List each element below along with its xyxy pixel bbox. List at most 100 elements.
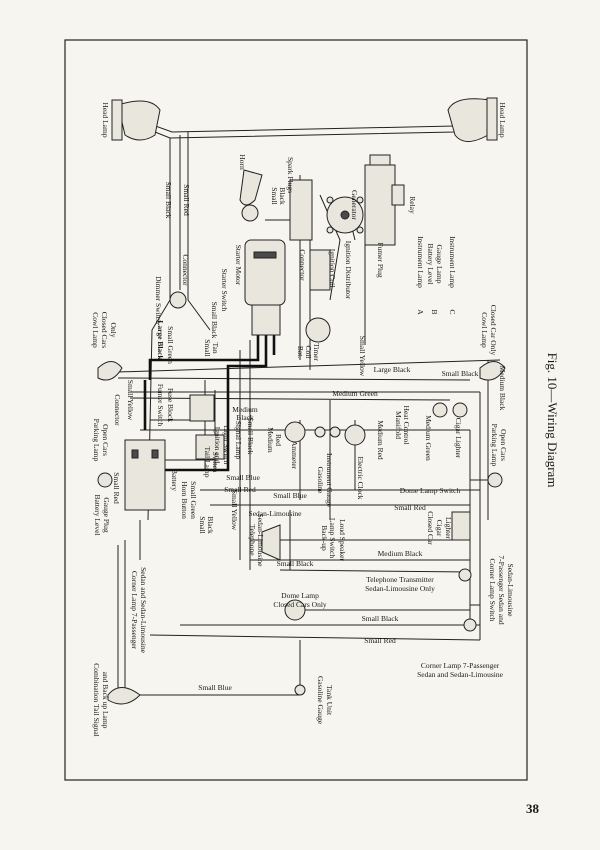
battery-component xyxy=(124,439,166,511)
ammeter-component xyxy=(284,421,366,446)
label-corner-lamp-switch-3: Sedan-Limousine xyxy=(506,564,515,618)
label-manifold-heat-2: Heat Control xyxy=(402,406,411,445)
label-ammeter: Ammeter xyxy=(290,441,299,470)
label-gasoline-tank-2: Tank Unit xyxy=(325,685,334,716)
label-dome-lamp-2: Closed Cars Only xyxy=(273,600,327,609)
label-small-tan-1: Small xyxy=(203,339,212,357)
parking-lamp-right xyxy=(487,472,503,488)
label-parking-lamp-left-2: Open Cars xyxy=(101,424,110,456)
label-fumer-switch: Fumer Switch xyxy=(156,384,165,427)
telephone-transmitter-component xyxy=(458,568,472,582)
label-small-red-low: Small Red xyxy=(364,636,396,645)
label-ignition-coil: Ignition Coil xyxy=(328,249,337,288)
label-battery: Battery xyxy=(170,469,179,491)
label-bat-coil-1: Bat. xyxy=(296,346,305,358)
label-starter-motor: Starter Motor xyxy=(234,245,243,286)
label-telephone-transmitter-2: Sedan-Limousine Only xyxy=(365,584,435,593)
label-legend-c-text: Instrument Lamp xyxy=(448,236,457,288)
generator-component xyxy=(364,154,405,246)
ignition-coil-component xyxy=(305,249,331,343)
label-medium-green-top: Medium Green xyxy=(332,389,378,398)
starter-motor-component xyxy=(244,239,286,336)
label-head-lamp-right: Head Lamp xyxy=(498,102,507,137)
label-legend-b: B xyxy=(430,309,439,314)
page-number: 38 xyxy=(526,801,539,816)
label-small-yellow-mid: Small Yellow xyxy=(230,490,239,531)
label-telephone-loud-3: Sedan-Limousine xyxy=(256,514,265,568)
label-connector-top: Connector xyxy=(181,254,190,286)
fuse-block-component xyxy=(189,394,225,460)
horn-component xyxy=(239,169,263,222)
label-small-blue-2: Small Blue xyxy=(273,491,307,500)
label-small-blue-bottom: Small Blue xyxy=(198,683,232,692)
label-tail-lamp-switch-1: Tail Lamp xyxy=(203,447,212,478)
label-dimmer-switch: Dimmer Switch xyxy=(154,276,163,324)
parking-lamp-left xyxy=(97,472,113,488)
label-medium-black-mid-2: Black xyxy=(236,413,254,422)
label-small-horn: Small xyxy=(270,187,279,205)
label-small-black-top: Small Black xyxy=(164,182,173,219)
label-tail-lamp-switch-2: Switch xyxy=(211,452,220,473)
label-small-red-left: Small Red xyxy=(112,472,121,504)
diagram-labels: Head Lamp Head Lamp Small Black Small Re… xyxy=(91,102,515,736)
label-parking-lamp-left-1: Parking Lamp xyxy=(92,419,101,462)
label-small-yellow-left: Small Yellow xyxy=(126,380,135,421)
label-connector-left: Connector xyxy=(113,394,122,426)
label-cowl-lamp-right-1: Cowl Lamp xyxy=(480,312,489,348)
label-telephone-transmitter-1: Telephone Transmitter xyxy=(366,575,434,584)
label-bat-coil-2: Coil xyxy=(304,346,313,359)
label-gasoline-gauge-1: Gasoline xyxy=(316,467,325,494)
label-medium-red-3: Medium Red xyxy=(376,420,385,460)
label-corner-lamp-switch-2: 7-Passenger Sedan and xyxy=(497,555,506,624)
label-corner-lamp-left-1: Corner Lamp 7-Passenger xyxy=(130,571,139,650)
label-legend-c: C xyxy=(448,309,457,314)
gasoline-tank-unit xyxy=(294,684,306,696)
label-cowl-lamp-left-1: Cowl Lamp xyxy=(91,312,100,348)
label-large-black-1: Large Black xyxy=(156,320,165,360)
spark-plugs-component xyxy=(289,179,364,241)
label-spark-plugs: Spark Plugs xyxy=(286,157,295,193)
label-corner-lamp-switch-1: Corner Lamp Switch xyxy=(488,559,497,622)
label-head-lamp-left: Head Lamp xyxy=(101,102,110,137)
label-telephone-loud-2: Loud Speaker xyxy=(338,519,347,561)
label-combination-tail-1: Combination Tail Signal xyxy=(92,663,101,737)
label-small-tan-2: Tan xyxy=(211,342,220,353)
label-back-up-switch-1: Back-up xyxy=(320,525,329,551)
label-electric-clock: Electric Clock xyxy=(356,456,365,499)
label-gasoline-gauge-2: Instrument Gauge xyxy=(325,453,334,508)
label-legend-b-text-1: Battery Level xyxy=(426,243,435,284)
closed-car-cigar-lighter xyxy=(451,511,471,541)
corner-lamp-right xyxy=(463,618,477,632)
tail-lamp-component xyxy=(107,687,141,705)
label-large-black-2: Large Black xyxy=(374,365,411,374)
label-small-black-5: Small xyxy=(198,516,207,534)
label-connector-mid: Connector xyxy=(298,249,307,281)
figure-caption: Fig. 10—Wiring Diagram xyxy=(545,353,560,488)
cowl-lamp-left xyxy=(97,361,123,381)
label-closed-car-lighter-1: Closed Car xyxy=(426,511,435,545)
label-small-red-mid: Small Red xyxy=(224,485,256,494)
label-corner-lamp-left-2: Sedan and Sedan-Limousine xyxy=(139,567,148,653)
label-medium-black-mid: Medium xyxy=(232,405,258,414)
label-legend-a-text: Instrument Lamp xyxy=(416,236,425,288)
label-dome-lamp-1: Dome Lamp xyxy=(281,591,319,600)
label-small-black-2: Small Black xyxy=(210,302,219,339)
label-small-black-low: Small Black xyxy=(277,559,314,568)
label-small-black-3: Small Black xyxy=(442,369,479,378)
label-medium-red-2: Red xyxy=(274,434,283,446)
label-medium-black-low: Medium Black xyxy=(378,549,423,558)
label-battery-level-2: Gauge Plug xyxy=(102,497,111,532)
label-battery-level-1: Battery Level xyxy=(93,494,102,535)
label-small-black-5b: Black xyxy=(206,516,215,534)
label-legend-a: A xyxy=(416,309,425,315)
diagram-frame xyxy=(64,39,528,781)
label-small-green: Small Green xyxy=(166,326,175,364)
label-timer: Timer xyxy=(312,343,321,362)
label-small-yellow-top: Small Yellow xyxy=(358,336,367,377)
label-horn-button: Horn Button xyxy=(180,481,189,519)
label-closed-car-lighter-3: Lighter xyxy=(444,517,453,540)
label-small-red-right: Small Red xyxy=(394,503,426,512)
label-fumer-plug: Fumer Plug xyxy=(376,242,385,277)
label-sedan-limousine-mid: Sedan-Limousine xyxy=(249,509,303,518)
